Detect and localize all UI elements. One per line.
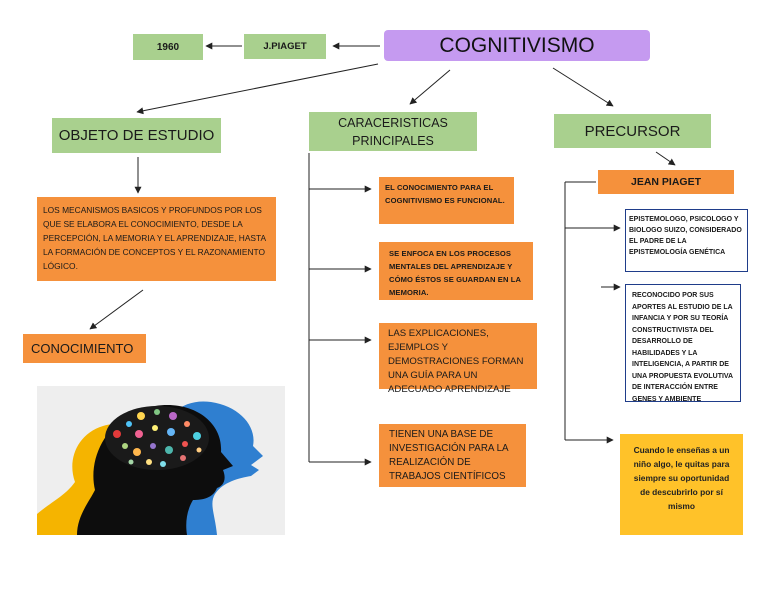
diagram-title: COGNITIVISMO [384, 30, 650, 61]
caracteristica-item: LAS EXPLICACIONES, EJEMPLOS Y DEMOSTRACI… [379, 323, 537, 395]
precursor-name: JEAN PIAGET [598, 170, 734, 194]
precursor-detail: EPISTEMOLOGO, PSICOLOGO Y BIOLOGO SUIZO,… [625, 209, 748, 272]
caracteristica-item: TIENEN UNA BASE DE INVESTIGACIÓN PARA LA… [379, 424, 526, 487]
heading-objeto-de-estudio: OBJETO DE ESTUDIO [52, 118, 221, 153]
piaget-quote: Cuando le enseñas a un niño algo, le qui… [620, 434, 743, 535]
heading-precursor: PRECURSOR [554, 114, 711, 148]
heading-caracteristicas: CARACERISTICAS PRINCIPALES [309, 112, 477, 151]
author-box: J.PIAGET [244, 34, 326, 59]
brain-head-illustration [37, 386, 285, 535]
precursor-detail: RECONOCIDO POR SUS APORTES AL ESTUDIO DE… [625, 284, 741, 403]
objeto-description: LOS MECANISMOS BASICOS Y PROFUNDOS POR L… [37, 197, 276, 281]
caracteristica-item: SE ENFOCA EN LOS PROCESOS MENTALES DEL A… [379, 242, 533, 300]
brain-icons-cluster [113, 409, 202, 467]
conocimiento-box: CONOCIMIENTO [23, 334, 146, 363]
caracteristica-item: EL CONOCIMIENTO PARA EL COGNITIVISMO ES … [379, 177, 514, 224]
year-box: 1960 [133, 34, 203, 60]
